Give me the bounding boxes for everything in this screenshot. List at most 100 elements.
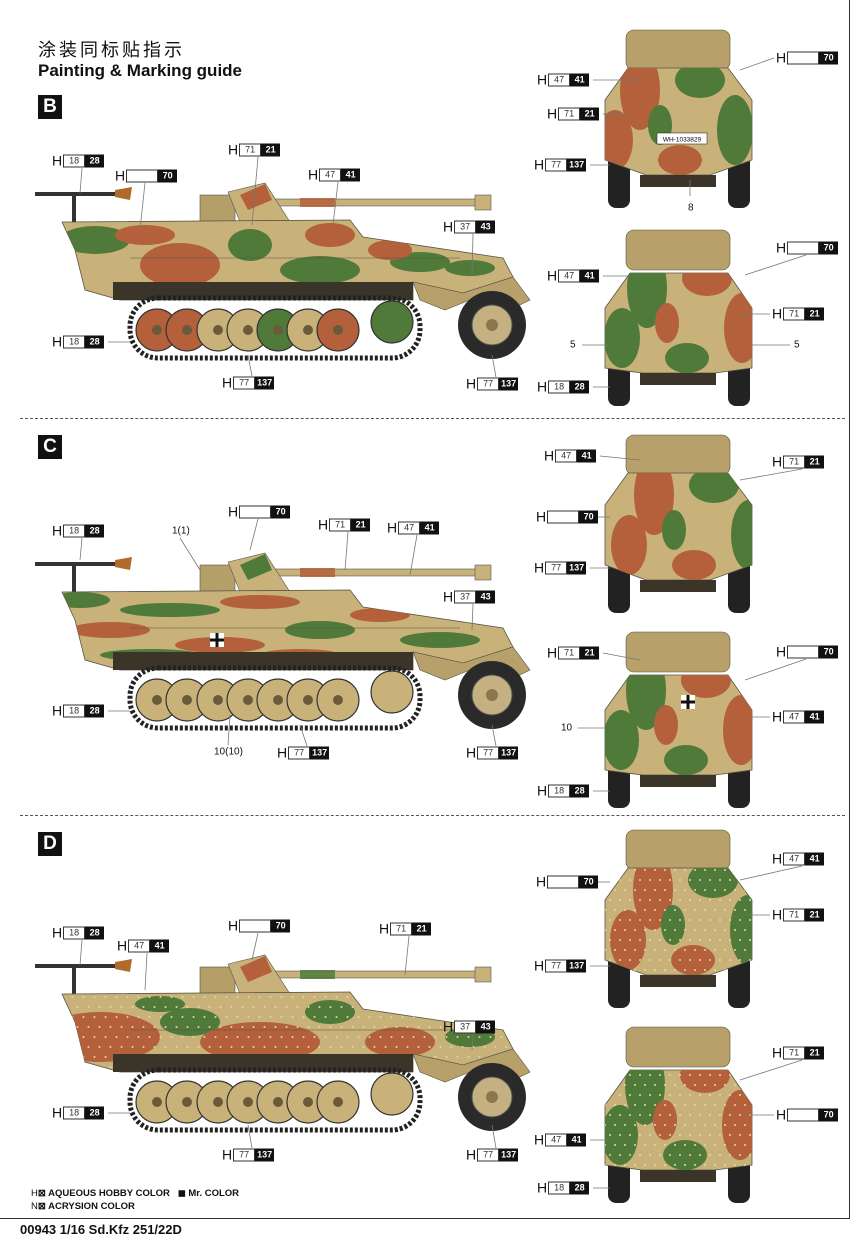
ambush-dot [263, 1026, 266, 1028]
ambush-dot [186, 1046, 189, 1048]
ambush-dot [724, 889, 726, 891]
hobby-color-code: 37 [454, 220, 477, 234]
ambush-dot [624, 949, 626, 951]
ambush-dot [423, 1036, 426, 1038]
ambush-dot [214, 1016, 217, 1018]
color-prefix: H [52, 702, 63, 719]
leader-line [491, 1124, 497, 1149]
ambush-dot [674, 1124, 676, 1126]
leader-line [602, 652, 641, 661]
ambush-dot [401, 996, 404, 998]
ambush-dot [649, 1074, 651, 1076]
color-prefix: H [52, 152, 63, 169]
mr-color-code: 21 [805, 1046, 825, 1060]
ambush-dot [131, 1006, 134, 1008]
color-prefix: H [537, 782, 548, 799]
ambush-dot [719, 1154, 721, 1156]
ambush-dot [181, 1036, 184, 1038]
ambush-dot [159, 1016, 162, 1018]
color-prefix: H [466, 375, 477, 392]
ambush-dot [605, 909, 606, 911]
ambush-dot [225, 1016, 228, 1018]
ambush-dot [744, 1144, 746, 1146]
sprocket [370, 300, 414, 344]
ambush-dot [644, 869, 646, 871]
hobby-color-code [787, 51, 820, 65]
ambush-dot [609, 879, 611, 881]
camo-patch [220, 595, 300, 609]
ambush-dot [324, 1016, 327, 1018]
ambush-dot [379, 996, 382, 998]
gun-shield-camo [240, 184, 272, 210]
color-prefix: H [52, 924, 63, 941]
camo-patch [682, 273, 732, 296]
ambush-dot [714, 1084, 716, 1086]
ambush-dot [629, 1114, 631, 1116]
ambush-dot [104, 1016, 107, 1018]
ambush-dot [395, 1046, 398, 1048]
camo-patch [400, 632, 480, 648]
hobby-color-code: 18 [548, 784, 571, 798]
ambush-dot [362, 1026, 365, 1028]
section-divider [20, 418, 845, 419]
ambush-dot [684, 1084, 686, 1086]
camo-patch [655, 303, 679, 343]
mr-color-code: 21 [580, 646, 600, 660]
ambush-dot [684, 1104, 686, 1106]
ambush-dot [604, 1064, 606, 1066]
wheel-hub [182, 325, 192, 335]
ambush-dot [684, 1144, 686, 1146]
ambush-dot [629, 1074, 631, 1076]
gun-mount [199, 966, 236, 996]
color-prefix: H [776, 1106, 787, 1123]
ambush-dot [644, 949, 646, 951]
ambush-dot [428, 1006, 431, 1008]
ambush-dot [694, 929, 696, 931]
ambush-dot [148, 1016, 151, 1018]
ambush-dot [649, 959, 651, 961]
ambush-dot [664, 1144, 666, 1146]
ambush-dot [82, 996, 85, 998]
ambush-dot [649, 879, 651, 881]
ambush-dot [739, 899, 741, 901]
camo-patch [663, 1140, 707, 1170]
ambush-dot [714, 1144, 716, 1146]
ambush-dot [689, 879, 691, 881]
ambush-dot [605, 1144, 606, 1146]
leader-line [249, 518, 259, 551]
muzzle-brake [474, 564, 492, 581]
mr-color-code: 137 [567, 561, 587, 575]
ambush-dot [719, 939, 721, 941]
hobby-color-code: 37 [454, 590, 477, 604]
ambush-dot [639, 1114, 641, 1116]
ambush-dot [346, 1016, 349, 1018]
mr-color-code: 70 [158, 169, 178, 183]
color-prefix: H [52, 522, 63, 539]
ambush-dot [434, 1056, 437, 1058]
ambush-dot [639, 919, 641, 921]
legend-acrysion: ACRYSION COLOR [48, 1201, 135, 1212]
ambush-dot [644, 889, 646, 891]
hobby-color-code: 47 [545, 1133, 568, 1147]
mr-color-code: 41 [420, 521, 440, 535]
ambush-dot [624, 1124, 626, 1126]
legend-prefix-h: H [31, 1188, 38, 1199]
track [127, 1067, 423, 1133]
hobby-color-code: 18 [63, 524, 86, 538]
ambush-dot [461, 1006, 464, 1008]
ambush-dot [324, 996, 327, 998]
ambush-dot [357, 996, 360, 998]
ambush-dot [472, 1046, 475, 1048]
ambush-dot [659, 1154, 661, 1156]
ambush-dot [634, 1144, 636, 1146]
front-view-b: WH-1033829 [604, 29, 753, 208]
camo-patch [305, 1000, 355, 1024]
ambush-dot [639, 899, 641, 901]
ambush-dot [137, 996, 140, 998]
wheel-hub [213, 325, 223, 335]
color-prefix: H [228, 917, 239, 934]
